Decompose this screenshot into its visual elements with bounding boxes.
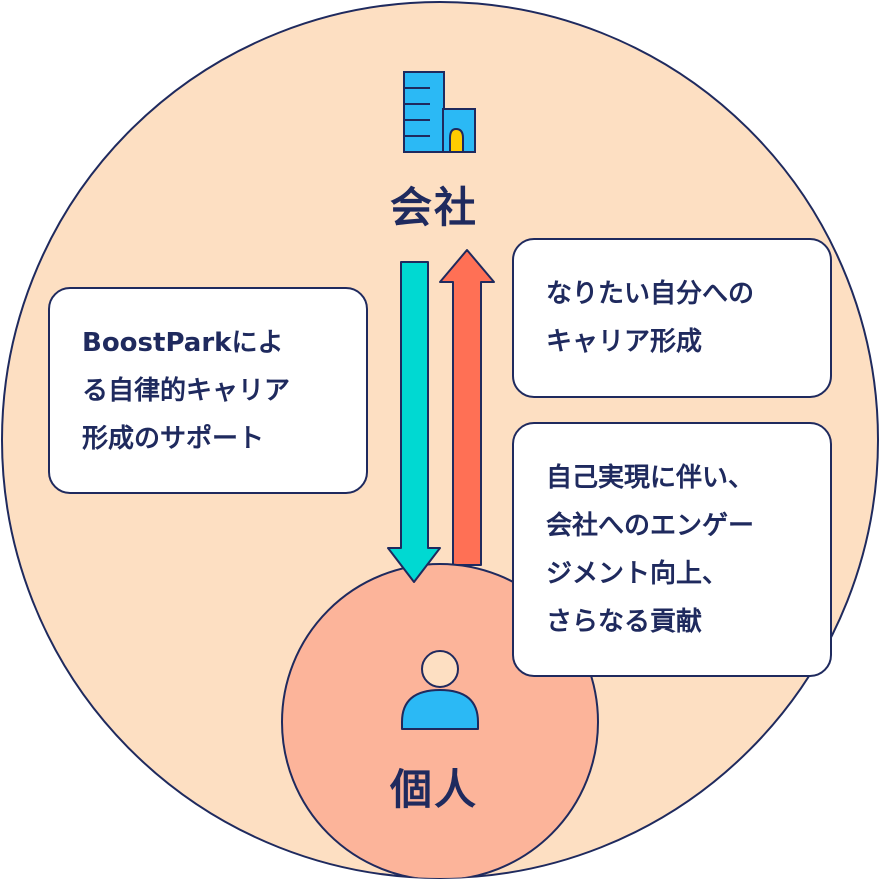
note-right-top: なりたい自分への キャリア形成 bbox=[512, 238, 832, 398]
note-left: BoostParkによ る自律的キャリア 形成のサポート bbox=[48, 287, 368, 494]
note-left-line-3: 形成のサポート bbox=[82, 423, 265, 454]
person-icon bbox=[401, 650, 479, 730]
up-arrow bbox=[439, 249, 495, 566]
individual-label: 個人 bbox=[390, 765, 479, 814]
building-icon bbox=[403, 71, 476, 153]
note-right-bottom-line-1: 自己実現に伴い、 bbox=[546, 462, 755, 493]
note-right-bottom: 自己実現に伴い、 会社へのエンゲー ジメント向上、 さらなる貢献 bbox=[512, 422, 832, 677]
down-arrow bbox=[387, 261, 441, 583]
note-left-line-2: る自律的キャリア bbox=[82, 375, 291, 406]
note-right-bottom-line-4: さらなる貢献 bbox=[546, 606, 703, 637]
note-left-line-1: BoostParkによ bbox=[82, 327, 284, 358]
note-right-bottom-line-3: ジメント向上、 bbox=[546, 558, 729, 589]
note-right-bottom-line-2: 会社へのエンゲー bbox=[546, 510, 755, 541]
note-right-top-line-1: なりたい自分への bbox=[546, 279, 755, 309]
company-label: 会社 bbox=[390, 183, 479, 232]
note-right-top-line-2: キャリア形成 bbox=[546, 327, 703, 357]
